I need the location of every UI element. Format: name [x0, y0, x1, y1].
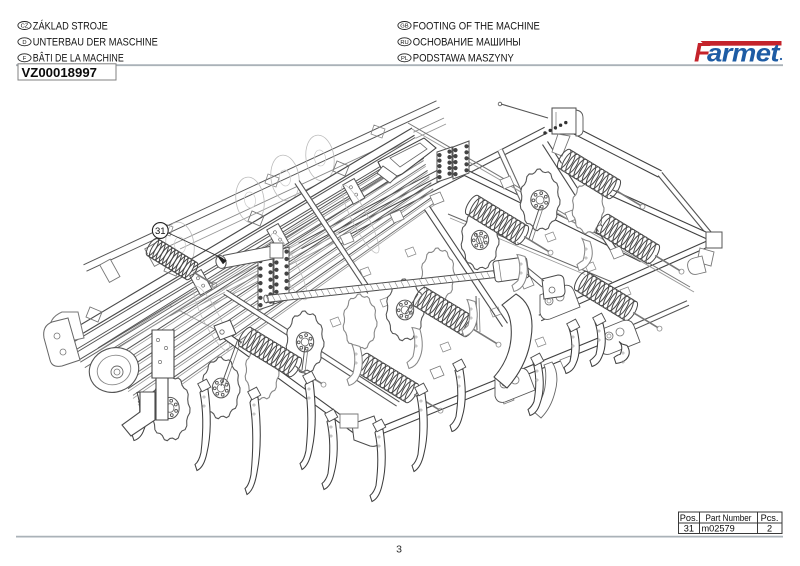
svg-text:RU: RU — [400, 40, 408, 46]
svg-text:31: 31 — [684, 523, 694, 533]
svg-text:Part Number: Part Number — [706, 513, 752, 523]
svg-text:D: D — [22, 40, 26, 46]
svg-text:PL: PL — [401, 56, 409, 62]
svg-text:3: 3 — [396, 544, 402, 556]
svg-text:PODSTAWA MASZYNY: PODSTAWA MASZYNY — [413, 53, 515, 65]
svg-text:Pcs.: Pcs. — [761, 513, 779, 523]
svg-text:31: 31 — [155, 226, 166, 237]
svg-text:2: 2 — [767, 523, 772, 533]
svg-text:armet: armet — [707, 39, 781, 67]
svg-text:BÂTI DE LA MACHINE: BÂTI DE LA MACHINE — [33, 52, 124, 65]
svg-text:GB: GB — [400, 24, 409, 30]
svg-text:m02579: m02579 — [702, 523, 735, 533]
svg-text:ОСНОВАНИЕ МАШИНЫ: ОСНОВАНИЕ МАШИНЫ — [413, 37, 521, 49]
svg-text:Pos.: Pos. — [680, 513, 698, 523]
svg-text:F: F — [694, 37, 711, 67]
svg-text:F: F — [23, 56, 27, 62]
svg-text:VZ00018997: VZ00018997 — [22, 65, 98, 80]
svg-text:UNTERBAU DER MASCHINE: UNTERBAU DER MASCHINE — [33, 37, 158, 49]
svg-text:ZÁKLAD STROJE: ZÁKLAD STROJE — [33, 19, 108, 32]
svg-text:CZ: CZ — [21, 24, 29, 30]
svg-text:FOOTING OF THE MACHINE: FOOTING OF THE MACHINE — [413, 20, 540, 32]
